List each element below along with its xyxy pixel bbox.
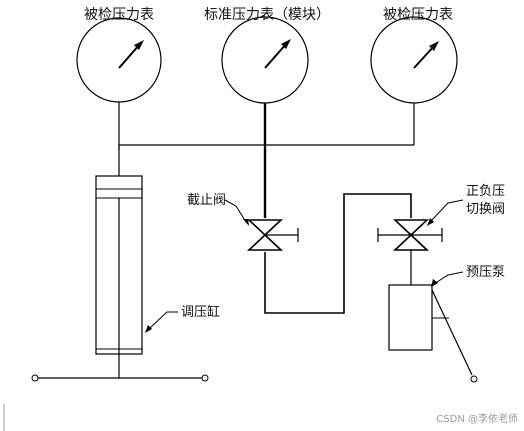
gauge-right [370,16,458,104]
preload-pump-arrow [431,279,438,287]
switch-valve-leader [430,199,464,222]
gauge-left-label: 被检压力表 [84,7,154,23]
cylinder-piston [95,188,143,199]
gauge-left [76,17,162,103]
gauge-left-needle-tip [134,40,144,50]
regulator-cylinder [31,175,209,382]
preload-pump-leader [433,271,464,285]
preload-pump-lever-knob [470,375,478,383]
switch-valve [377,219,443,251]
gauge-right-needle-tip [429,41,439,51]
gauge-center-needle-tip [281,39,291,49]
cylinder-handwheel-right-knob [201,374,209,382]
cylinder-handwheel-left-knob [31,374,39,382]
gauge-center-needle [264,42,288,69]
watermark: CSDN @李依老师 [436,412,518,425]
shutoff-valve-arrow [243,219,249,226]
regulator-cylinder-arrow [145,325,152,333]
switch-valve-label-line1: 正负压 [466,184,505,199]
gauge-right-needle [413,44,436,69]
piping [118,102,415,314]
regulator-cylinder-leader [149,311,178,329]
gauge-right-dial [370,16,458,104]
switch-valve-arrow [427,218,434,226]
gauge-center-label: 标准压力表（模块） [204,7,330,23]
switch-valve-bottom [392,233,430,251]
pipe-valve-link [264,193,412,314]
gauge-left-dial [76,17,162,103]
gauge-center-dial [221,16,309,104]
shutoff-valve-label: 截止阀 [187,193,226,208]
switch-valve-top [392,219,430,237]
shutoff-valve-leader [224,199,247,223]
preload-pump-body [388,284,433,351]
shutoff-valve-top [246,219,284,237]
switch-valve-label-line2: 切换阀 [466,202,505,217]
gauge-left-needle [118,43,141,69]
regulator-cylinder-label: 调压缸 [181,304,220,320]
preload-pump-lever [431,289,473,376]
gauge-right-label: 被检压力表 [383,7,453,23]
shutoff-valve [246,219,299,251]
preload-pump-label: 预压泵 [466,265,505,280]
gauge-center [221,16,309,104]
shutoff-valve-bottom [246,233,284,251]
